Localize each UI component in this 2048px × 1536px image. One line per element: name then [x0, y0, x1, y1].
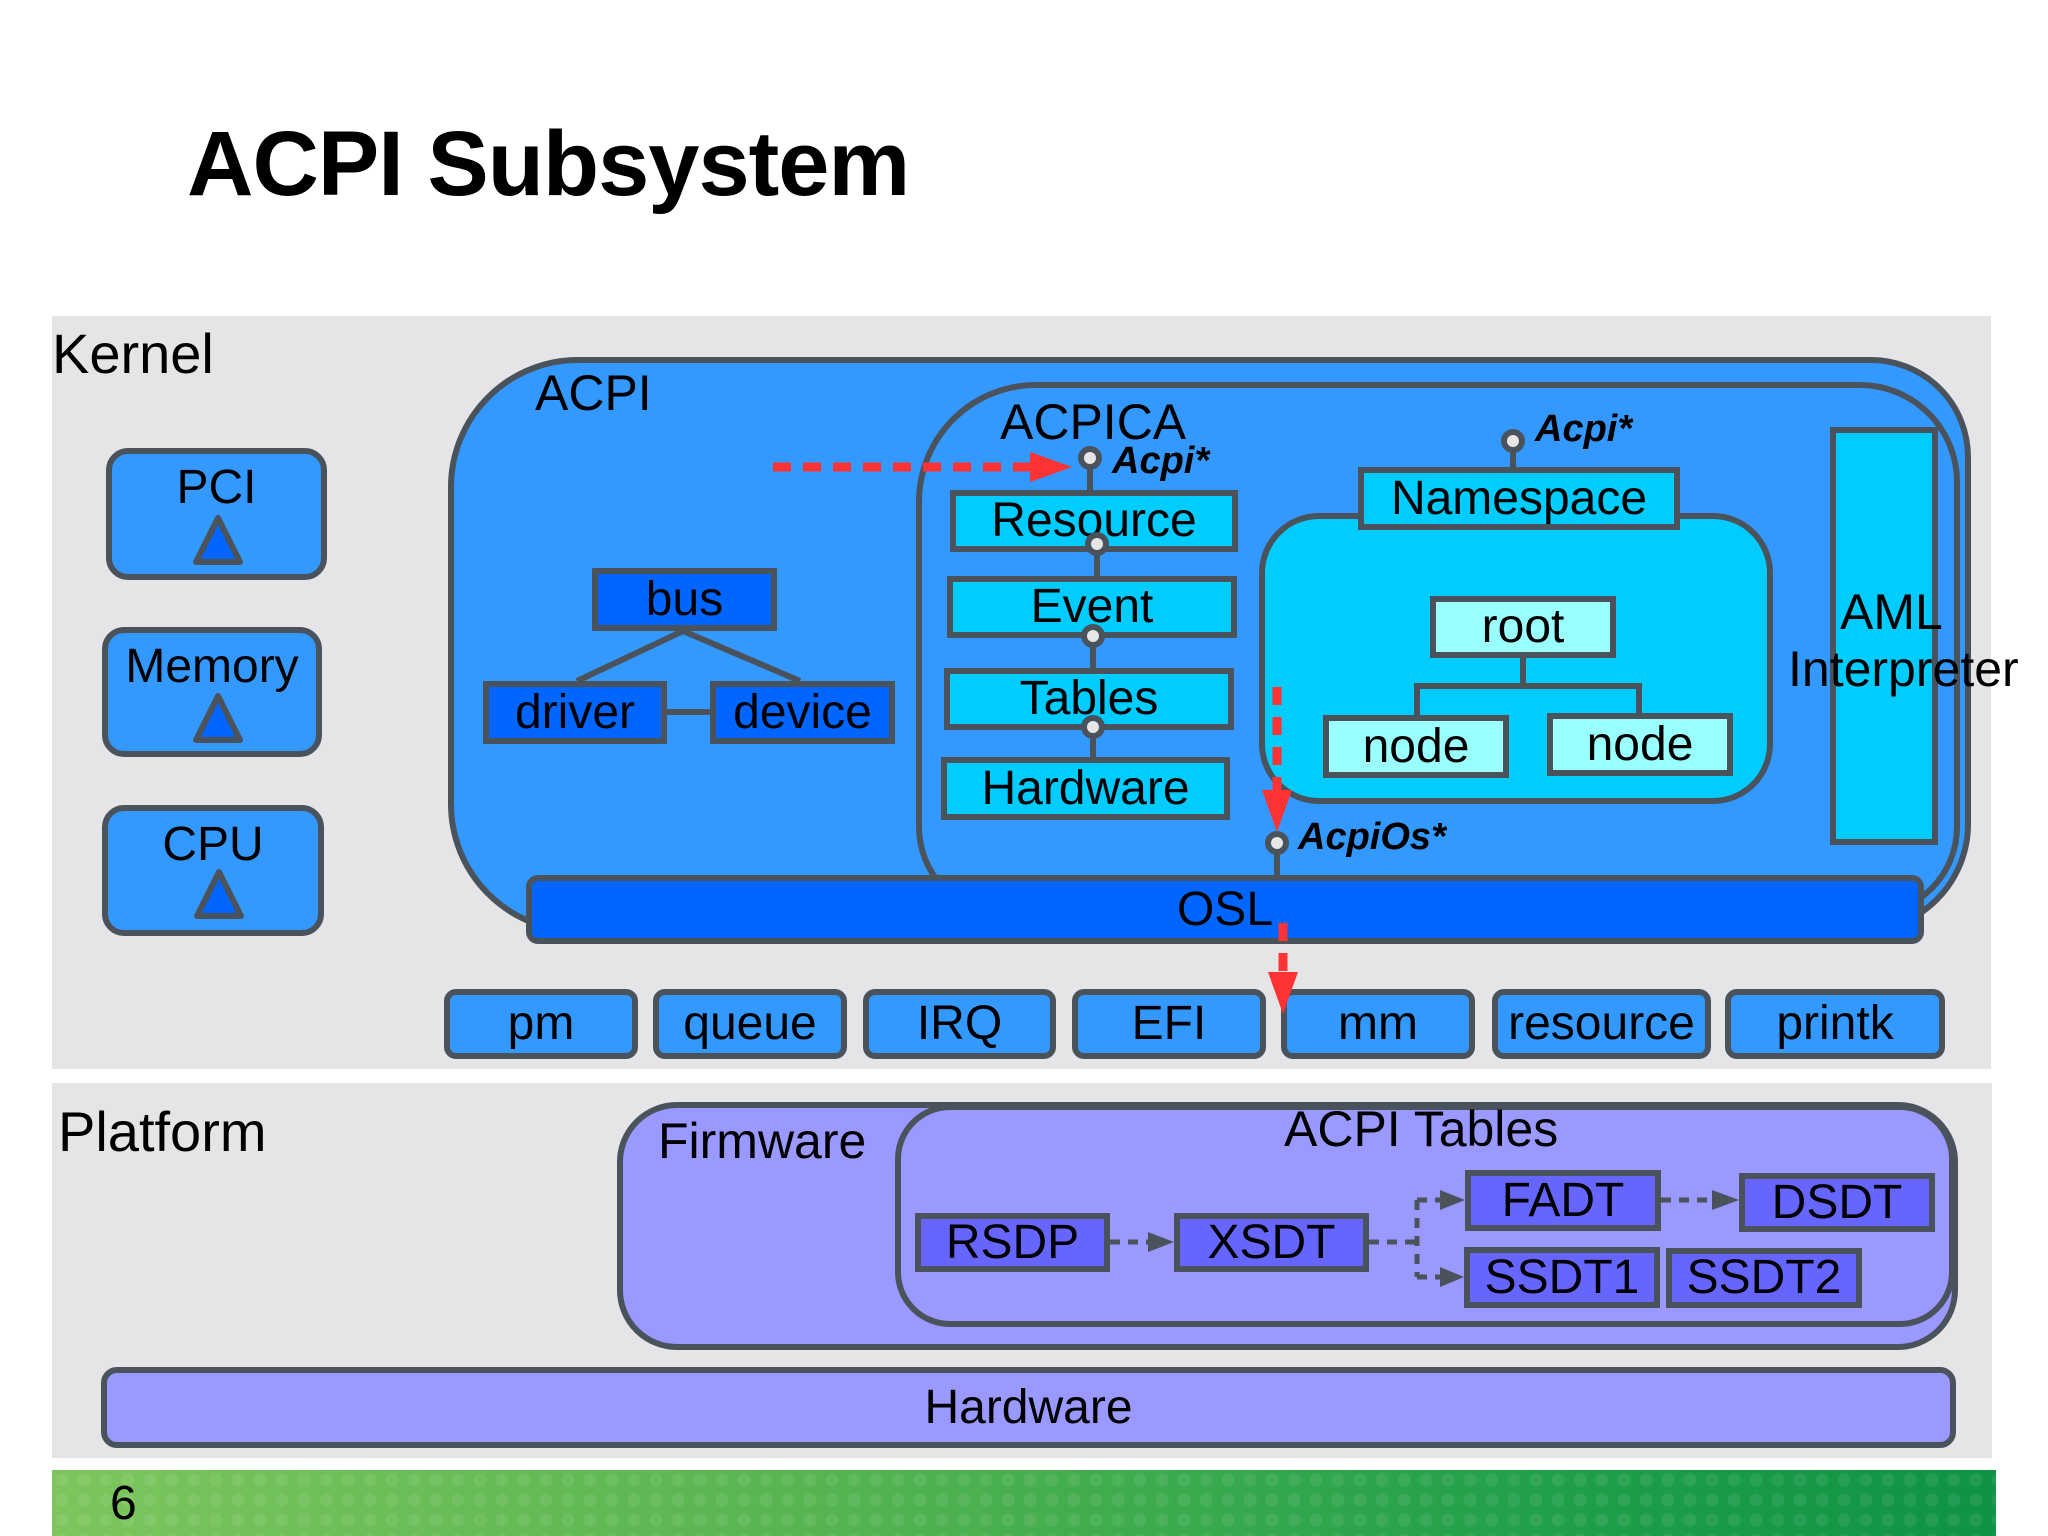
- pci-label: PCI: [176, 461, 257, 514]
- bus-label: bus: [645, 572, 724, 626]
- service-mm[interactable]: mm: [1281, 989, 1475, 1059]
- table-label: DSDT: [1771, 1175, 1903, 1229]
- root-label: root: [1481, 600, 1565, 653]
- driver-box[interactable]: driver: [483, 681, 667, 744]
- root-node-box[interactable]: root: [1430, 596, 1616, 658]
- driver-label: driver: [514, 685, 636, 739]
- namespace-label: Namespace: [1390, 471, 1648, 525]
- hardware-component-box[interactable]: Hardware: [941, 757, 1230, 820]
- tables-box[interactable]: Tables: [944, 668, 1234, 730]
- service-label: queue: [683, 997, 817, 1050]
- table-rsdp[interactable]: RSDP: [915, 1213, 1110, 1272]
- resource-box[interactable]: Resource: [950, 490, 1238, 552]
- table-label: XSDT: [1207, 1215, 1336, 1269]
- table-label: RSDP: [945, 1215, 1080, 1269]
- interpreter-label: Interpreter: [1788, 641, 2019, 697]
- aml-interpreter-box[interactable]: [1830, 427, 1938, 845]
- hardware-label: Hardware: [924, 1380, 1133, 1434]
- pci-box[interactable]: PCI: [106, 448, 327, 580]
- service-label: IRQ: [916, 997, 1003, 1050]
- acpica-label: ACPICA: [1000, 394, 1187, 450]
- acpica-api-label: Acpi*: [1112, 440, 1210, 482]
- node-label: node: [1362, 719, 1470, 773]
- node-box[interactable]: node: [1547, 713, 1733, 776]
- memory-label: Memory: [125, 640, 299, 693]
- acpi-label: ACPI: [535, 365, 652, 421]
- kernel-label: Kernel: [52, 322, 214, 385]
- resource-label: Resource: [991, 494, 1197, 547]
- cpu-box[interactable]: CPU: [102, 805, 324, 936]
- cpu-label: CPU: [162, 818, 264, 871]
- footer-bar: [52, 1470, 1996, 1536]
- osl-bar[interactable]: OSL: [526, 875, 1924, 944]
- device-label: device: [733, 685, 872, 739]
- hardware-component-label: Hardware: [981, 761, 1190, 815]
- table-xsdt[interactable]: XSDT: [1174, 1213, 1369, 1272]
- service-label: printk: [1776, 997, 1894, 1050]
- table-fadt[interactable]: FADT: [1465, 1170, 1661, 1231]
- memory-box[interactable]: Memory: [102, 627, 322, 757]
- service-label: resource: [1508, 997, 1695, 1050]
- slide-title: ACPI Subsystem: [187, 113, 910, 215]
- firmware-label: Firmware: [658, 1113, 867, 1169]
- service-label: mm: [1338, 997, 1418, 1050]
- service-efi[interactable]: EFI: [1072, 989, 1266, 1059]
- service-irq[interactable]: IRQ: [863, 989, 1056, 1059]
- node-label: node: [1586, 717, 1694, 771]
- page-number: 6: [110, 1477, 137, 1530]
- aml-label: AML: [1840, 584, 1943, 640]
- device-box[interactable]: device: [710, 681, 895, 744]
- table-ssdt1[interactable]: SSDT1: [1464, 1247, 1660, 1308]
- service-resource[interactable]: resource: [1492, 989, 1711, 1059]
- namespace-api-label: Acpi*: [1535, 408, 1633, 450]
- acpi-tables-label: ACPI Tables: [1284, 1101, 1559, 1157]
- service-pm[interactable]: pm: [444, 989, 638, 1059]
- node-box[interactable]: node: [1323, 715, 1509, 778]
- event-box[interactable]: Event: [947, 576, 1237, 638]
- table-label: SSDT2: [1686, 1251, 1842, 1304]
- bus-box[interactable]: bus: [592, 568, 777, 631]
- tables-label: Tables: [1019, 672, 1159, 725]
- table-label: FADT: [1501, 1173, 1625, 1227]
- osl-label: OSL: [1176, 882, 1274, 936]
- service-printk[interactable]: printk: [1725, 989, 1945, 1059]
- table-label: SSDT1: [1484, 1250, 1640, 1304]
- hardware-bar[interactable]: Hardware: [101, 1367, 1956, 1448]
- service-queue[interactable]: queue: [653, 989, 847, 1059]
- platform-label: Platform: [58, 1100, 267, 1163]
- table-ssdt2[interactable]: SSDT2: [1666, 1248, 1862, 1308]
- os-api-label: AcpiOs*: [1298, 816, 1446, 858]
- event-label: Event: [1030, 580, 1154, 633]
- namespace-box[interactable]: Namespace: [1358, 467, 1680, 530]
- service-label: pm: [507, 997, 575, 1050]
- table-dsdt[interactable]: DSDT: [1739, 1173, 1935, 1232]
- service-label: EFI: [1131, 997, 1207, 1050]
